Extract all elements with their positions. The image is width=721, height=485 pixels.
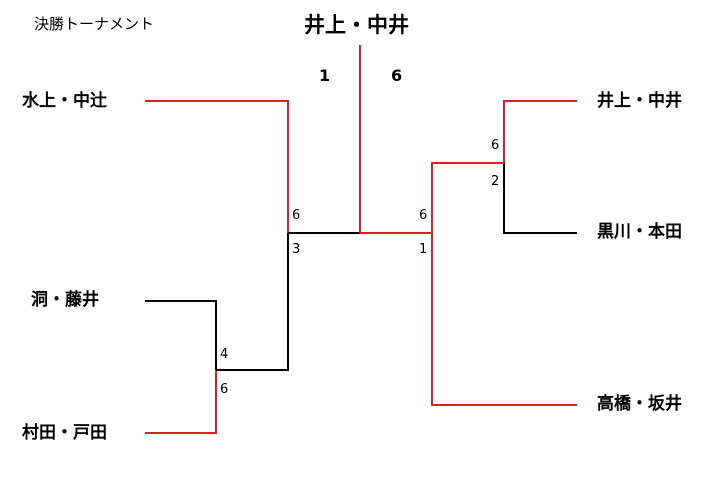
line-murata-toda-semi [216, 233, 289, 371]
team-inoue-nakai: 井上・中井 [597, 91, 682, 111]
champion-name: 井上・中井 [304, 13, 409, 37]
line-hora-fujii [145, 300, 217, 370]
tournament-title: 決勝トーナメント [34, 15, 155, 33]
team-mizukami-nakatsuji: 水上・中辻 [22, 91, 107, 111]
score-left-semi-bottom: 3 [292, 242, 301, 257]
team-hora-fujii: 洞・藤井 [31, 290, 99, 310]
team-takahashi-sakai: 高橋・坂井 [597, 394, 682, 414]
line-takahashi-sakai [431, 233, 577, 406]
score-left-semi-top: 6 [292, 208, 301, 223]
team-murata-toda: 村田・戸田 [22, 423, 107, 443]
line-inoue-nakai [503, 100, 577, 163]
final-score-right: 6 [391, 66, 403, 85]
score-right-semi-top: 6 [419, 208, 428, 223]
score-right-r1-top: 6 [491, 138, 500, 153]
line-kurokawa-honda [503, 163, 577, 234]
final-score-left: 1 [319, 66, 331, 85]
score-left-r1-top: 4 [220, 347, 229, 362]
score-right-semi-bottom: 1 [419, 242, 428, 257]
team-kurokawa-honda: 黒川・本田 [597, 222, 682, 242]
line-murata-toda [145, 370, 217, 434]
line-mizukami-nakatsuji [145, 100, 289, 233]
line-inoue-nakai-semi [431, 162, 504, 233]
score-right-r1-bottom: 2 [491, 174, 500, 189]
score-left-r1-bottom: 6 [220, 382, 229, 397]
